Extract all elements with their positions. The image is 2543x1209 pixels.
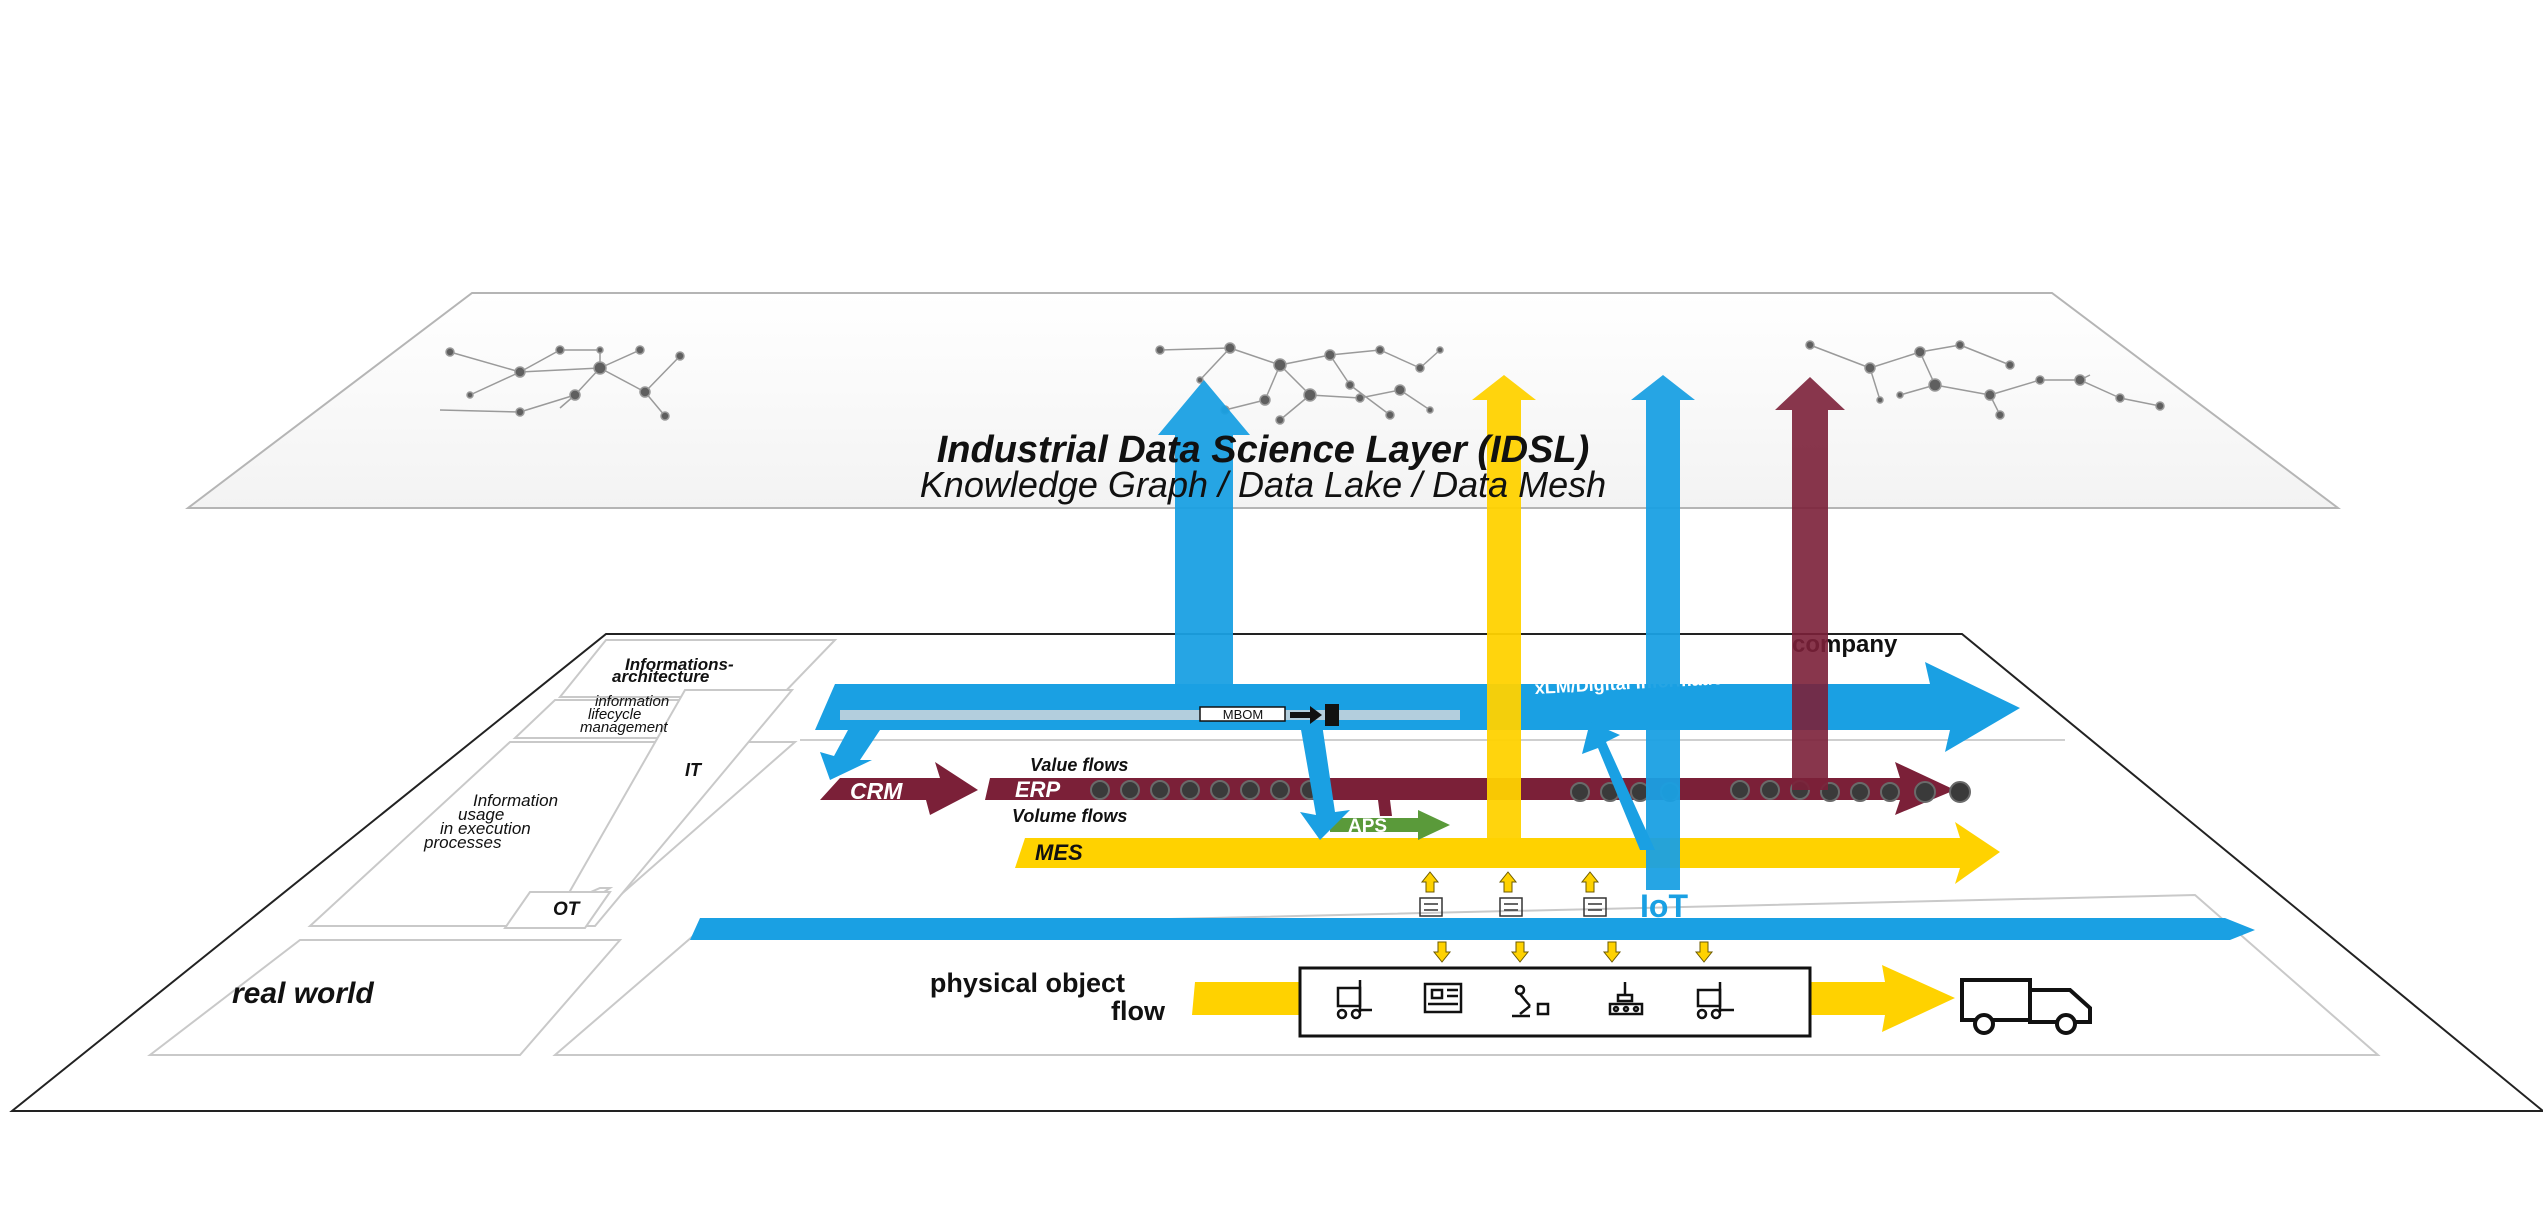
- physical-flow-label-1: physical object: [930, 968, 1125, 998]
- xlm-band-stripe: [840, 710, 1460, 720]
- vertical-maroon-arrow: [1775, 377, 1845, 790]
- mbom-device-icon: [1325, 704, 1339, 726]
- idsl-subtitle: Knowledge Graph / Data Lake / Data Mesh: [920, 464, 1606, 505]
- label-real-world: real world: [232, 977, 374, 1010]
- label-it: IT: [685, 760, 703, 780]
- iot-device-icons: [1419, 897, 1607, 917]
- label-info-usage-2: usage: [458, 805, 504, 824]
- knowledge-graph-network: [439, 340, 2165, 425]
- xlm-band-arrow: [815, 662, 2020, 752]
- volume-flows-label: Volume flows: [1012, 806, 1127, 826]
- label-info-lifecycle-1: information: [595, 693, 669, 710]
- label-info-usage-4: processes: [423, 833, 502, 852]
- aps-arrow: [1330, 810, 1450, 840]
- aps-label: APS: [1348, 816, 1387, 837]
- blue-down-arrow-aps: [1300, 724, 1350, 840]
- iot-label: IoT: [1640, 888, 1688, 924]
- crm-label: CRM: [850, 778, 903, 804]
- label-info-usage-1: Information: [473, 791, 558, 810]
- crm-arrow: [820, 762, 978, 815]
- machine-icons: [1336, 980, 1734, 1020]
- mbom-label: MBOM: [1223, 707, 1263, 722]
- vertical-blue-arrow-1: [1158, 380, 1250, 697]
- erp-label: ERP: [1015, 777, 1061, 802]
- maroon-small-marker: [1378, 800, 1392, 816]
- gear-chain: [1090, 780, 1971, 803]
- robot-arm-icon: [1512, 984, 1550, 1018]
- erp-arrow: [985, 762, 1955, 815]
- machine-box: [1298, 966, 1812, 1038]
- label-info-architecture-1: Informations-: [625, 655, 734, 674]
- value-flows-label: Value flows: [1030, 755, 1128, 775]
- iot-connector-arrows: [1420, 871, 1714, 963]
- forklift-icon: [1336, 980, 1372, 1020]
- left-label-texts: Informations- architecture information l…: [232, 655, 734, 1010]
- assembly-station-icon: [1608, 982, 1644, 1016]
- diagonal-blue-arrow: [1582, 722, 1655, 850]
- truck-icon: [1960, 978, 2092, 1035]
- mes-label: MES: [1035, 840, 1083, 865]
- vertical-blue-arrow-2: [1631, 375, 1695, 890]
- mbom-box: [1199, 706, 1286, 722]
- vertical-yellow-arrow: [1472, 375, 1536, 858]
- press-machine-icon: [1423, 982, 1463, 1014]
- physical-flow-label-2: flow: [1111, 996, 1166, 1026]
- label-info-lifecycle-2: lifecycle: [588, 706, 641, 723]
- label-info-lifecycle-3: management: [580, 719, 668, 736]
- forklift-icon-2: [1696, 982, 1734, 1020]
- label-ot: OT: [553, 899, 581, 920]
- blue-down-arrow-crm: [820, 730, 880, 780]
- label-info-architecture-2: architecture: [612, 667, 709, 686]
- idsl-title: Industrial Data Science Layer (IDSL): [937, 429, 1590, 471]
- iot-band-arrow: [690, 918, 2255, 940]
- mbom-arrow: [1290, 706, 1322, 724]
- label-info-usage-3: in execution: [440, 819, 531, 838]
